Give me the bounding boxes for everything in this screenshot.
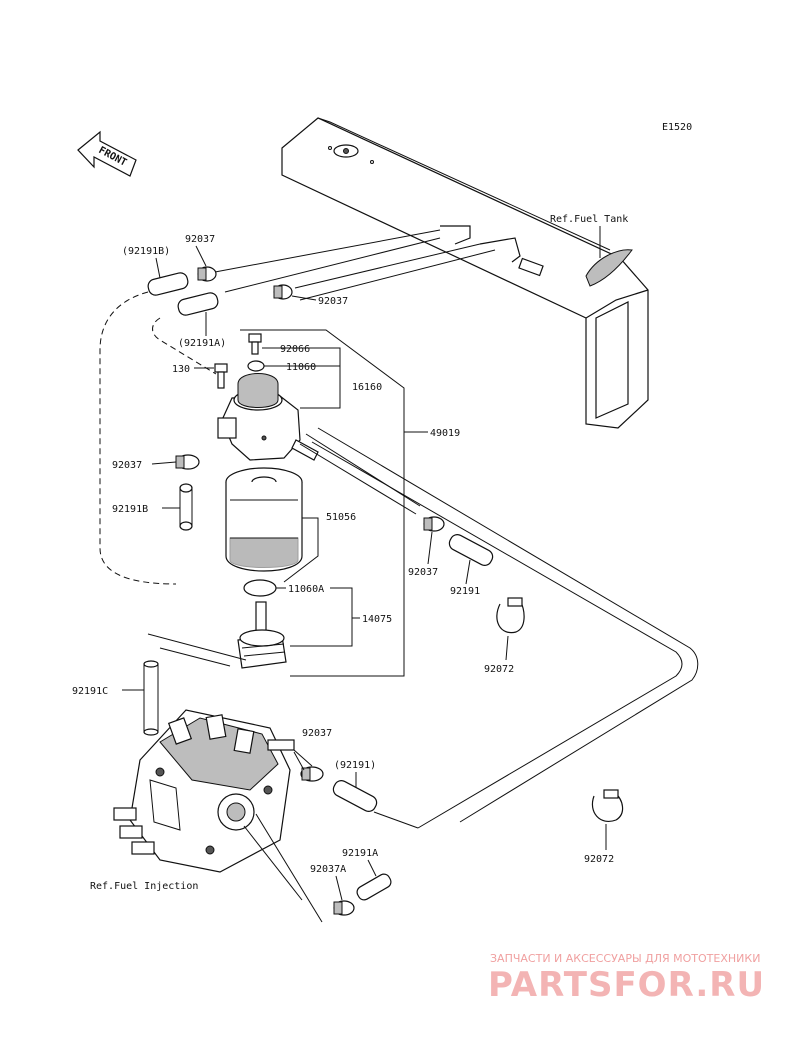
label-92191a-bottom: 92191A (342, 848, 378, 859)
label-92072-bottom: 92072 (584, 854, 614, 865)
ref-fuel-tank-label: Ref.Fuel Tank (550, 214, 628, 225)
label-92191-paren: (92191) (334, 760, 376, 771)
front-arrow-icon: FRONT (77, 130, 137, 177)
label-92037-right: 92037 (408, 567, 438, 578)
label-92037-top: 92037 (185, 234, 215, 245)
clamp-92037-left (175, 454, 200, 470)
hose-92191b-top (147, 272, 189, 296)
clamp-92037-lower (300, 766, 324, 782)
water-separator (237, 601, 287, 669)
clamp-92037-mid (273, 284, 293, 300)
label-49019: 49019 (430, 428, 460, 439)
label-92191c: 92191C (72, 686, 108, 697)
label-16160: 16160 (352, 382, 382, 393)
hose-92191a-bottom (356, 873, 392, 901)
ref-fuel-injection-label: Ref.Fuel Injection (90, 881, 198, 892)
watermark-tagline: ЗАПЧАСТИ И АКСЕССУАРЫ ДЛЯ МОТОТЕХНИКИ (490, 952, 760, 965)
label-11060: 11060 (286, 362, 316, 373)
label-92066: 92066 (280, 344, 310, 355)
hose-92191-lower (332, 780, 378, 812)
clip-92072-bottom (591, 789, 624, 822)
label-92191a-top: (92191A) (178, 338, 226, 349)
hose-92191a-top (177, 292, 219, 316)
fuel-tank (281, 117, 649, 429)
washer-11060 (247, 360, 265, 372)
label-51056: 51056 (326, 512, 356, 523)
bolt-92066 (248, 333, 262, 355)
diagram-code: E1520 (662, 122, 692, 133)
fuel-injection-pump (113, 709, 295, 873)
clamp-92037-top (197, 266, 217, 282)
clip-92072-top (496, 597, 525, 634)
label-92037-left: 92037 (112, 460, 142, 471)
label-11060a: 11060A (288, 584, 324, 595)
watermark-brand: PARTSFOR.RU (488, 965, 765, 1005)
clamp-92037-right (423, 516, 445, 532)
label-92072-top: 92072 (484, 664, 514, 675)
bolt-130 (214, 363, 228, 389)
label-14075: 14075 (362, 614, 392, 625)
label-92037-mid: 92037 (318, 296, 348, 307)
clamp-92037a (333, 900, 355, 916)
label-92191b-top: (92191B) (122, 246, 170, 257)
label-130: 130 (172, 364, 190, 375)
label-92191-right: 92191 (450, 586, 480, 597)
fuel-filter-51056 (225, 467, 303, 572)
o-ring-11060a (243, 579, 277, 597)
pipe-92191c (143, 660, 159, 736)
filter-head-16160 (217, 373, 319, 461)
hose-92191-right (448, 534, 494, 566)
label-92037a: 92037A (310, 864, 346, 875)
label-92037-lower: 92037 (302, 728, 332, 739)
hose-92191b-left (179, 483, 193, 531)
label-92191b-left: 92191B (112, 504, 148, 515)
